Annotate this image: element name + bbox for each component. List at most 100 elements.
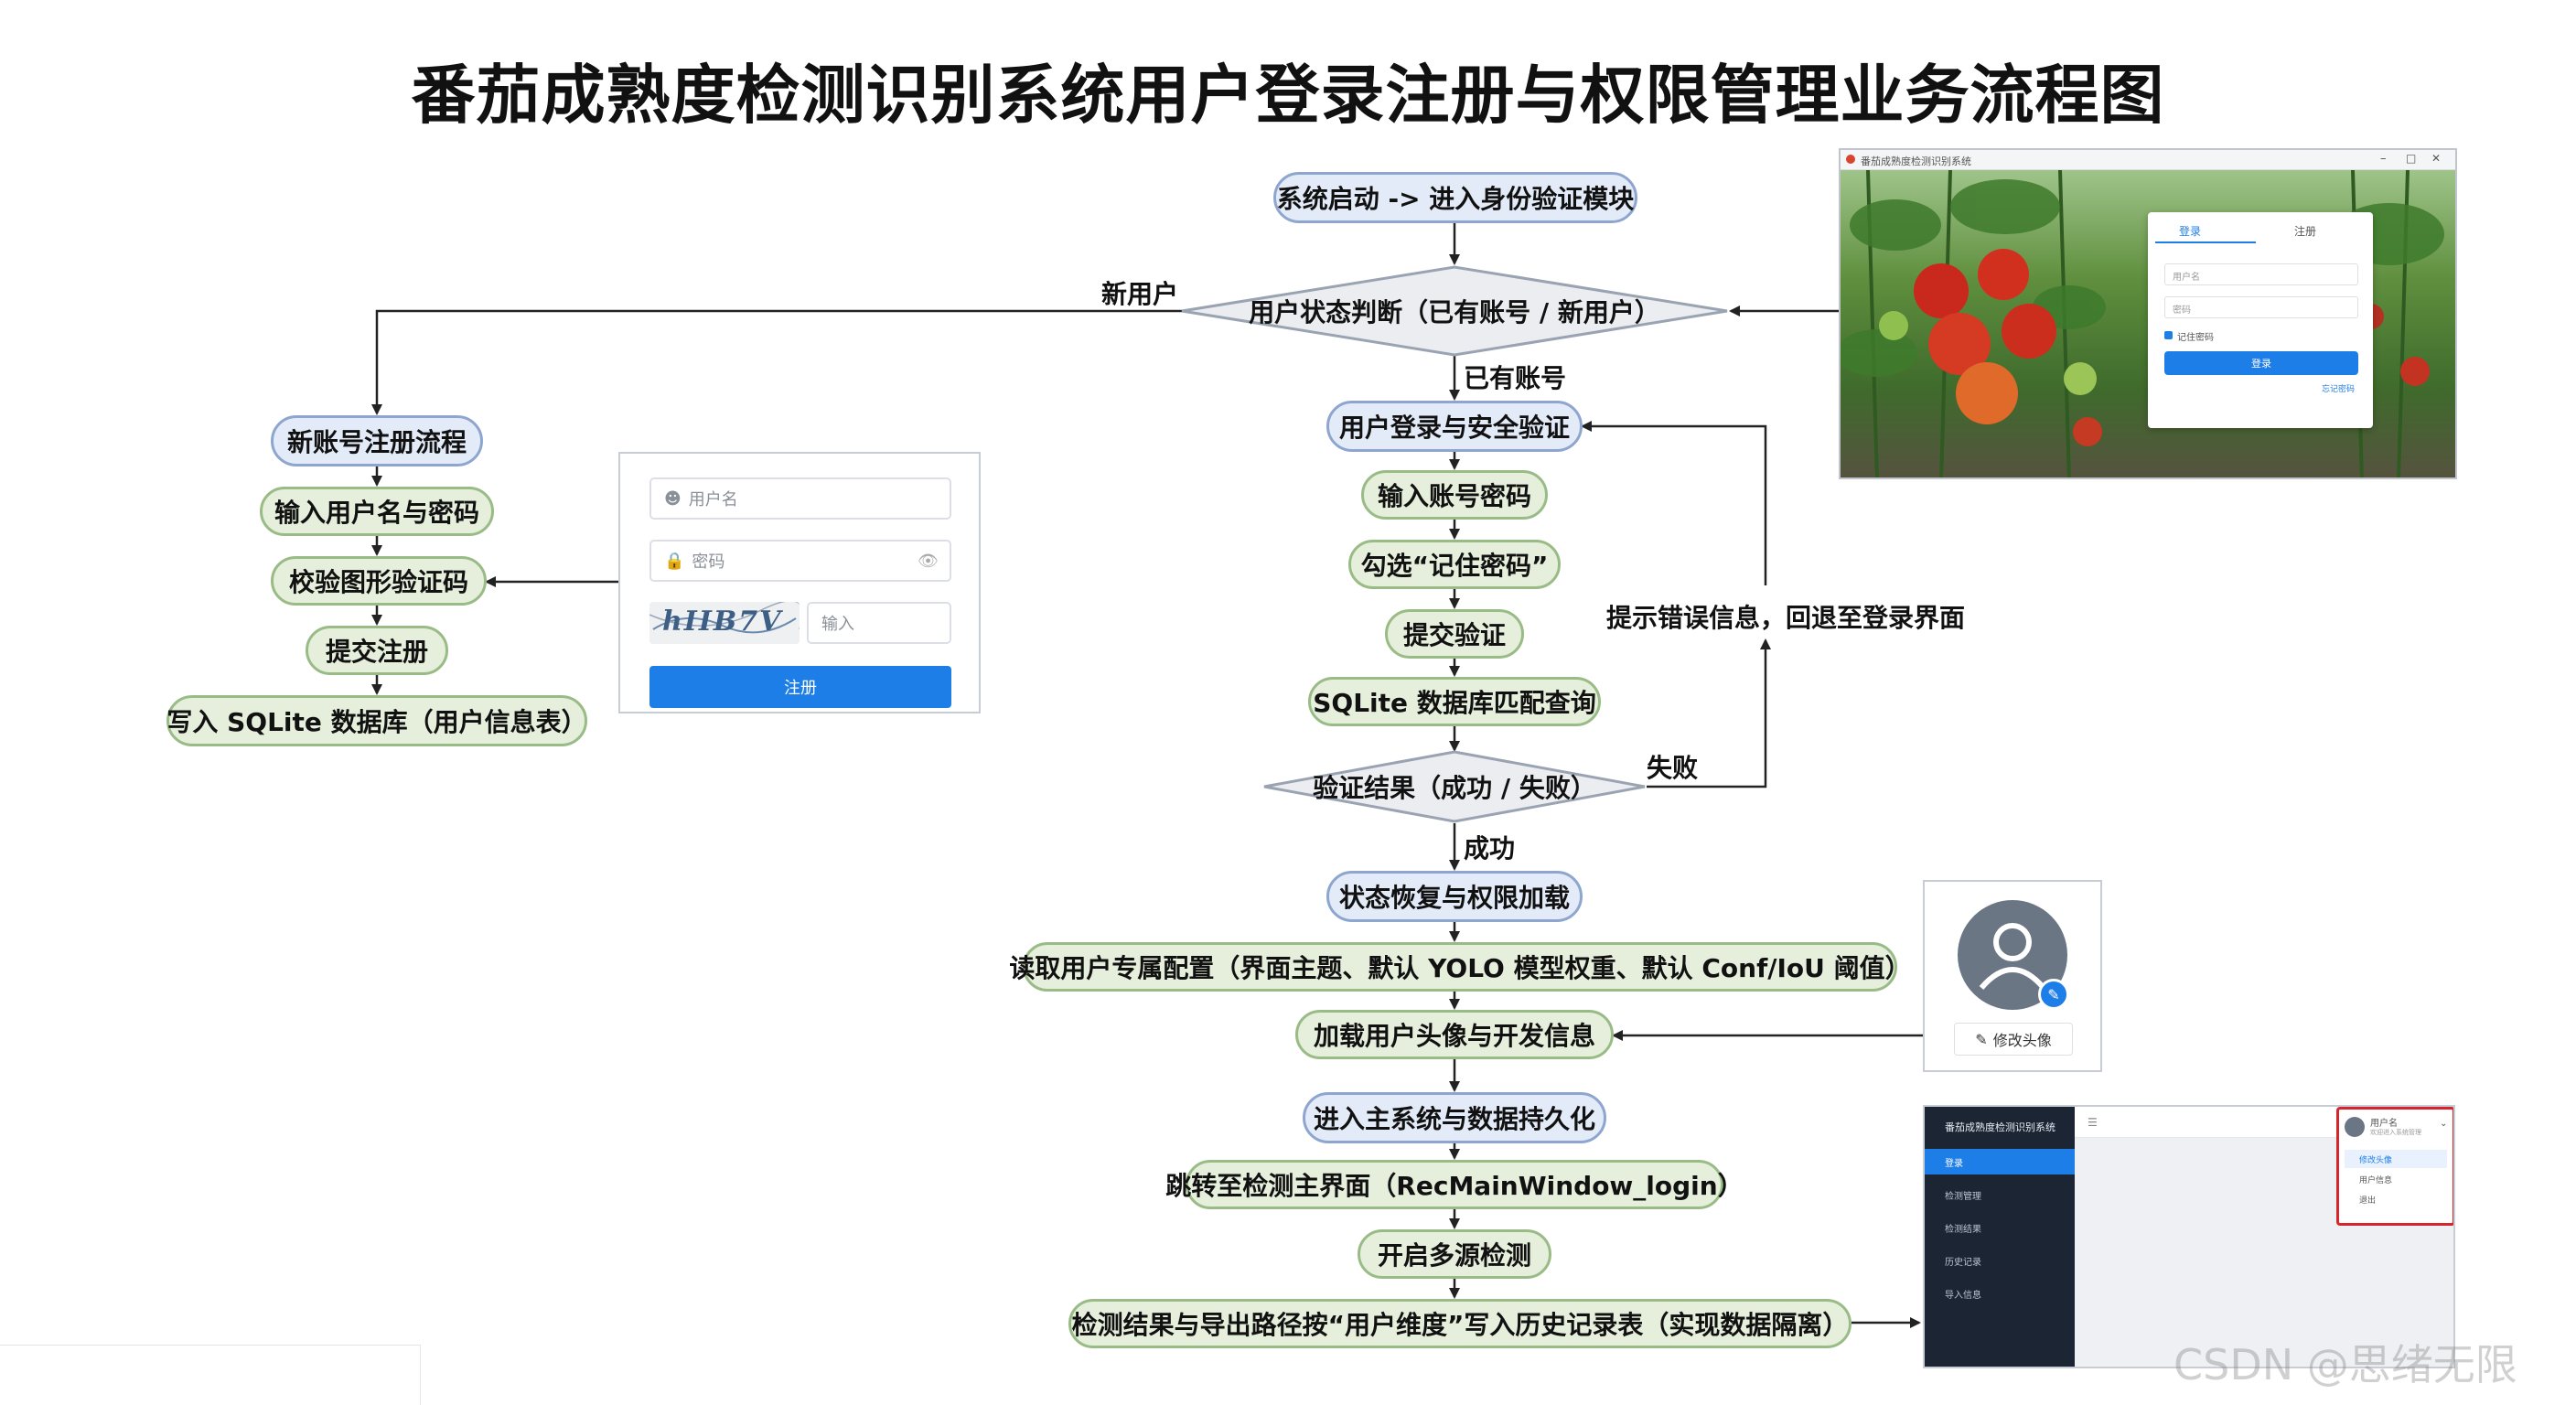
login-username-field[interactable]: 用户名 — [2164, 263, 2358, 285]
dropdown-item-2-label: 退出 — [2359, 1196, 2377, 1206]
dropdown-item-2[interactable]: 退出 — [2345, 1190, 2447, 1208]
register-password-field[interactable]: 🔒 密码 👁 — [649, 540, 951, 582]
user-dropdown-highlight: 用户名 欢迎进入系统管理 ⌄ 修改头像 用户信息 退出 — [2336, 1107, 2453, 1226]
main-sidebar: 番茄成熟度检测识别系统 登录 检测管理 检测结果 历史记录 导入信息 — [1925, 1107, 2075, 1367]
login-password-placeholder: 密码 — [2173, 306, 2191, 316]
decision-user-state-text: 用户状态判断（已有账号 / 新用户） — [1249, 297, 1660, 327]
menu-item-3-label: 历史记录 — [1945, 1257, 1981, 1268]
remember-checkbox[interactable] — [2164, 331, 2173, 339]
register-password-placeholder: 密码 — [692, 552, 725, 572]
greenhouse-photo: 登录 注册 用户名 密码 记住密码 登录 忘记密码 — [1841, 170, 2455, 477]
register-form-panel: ☻ 用户名 🔒 密码 👁 hIIB7V 输入 注册 — [618, 452, 981, 713]
login-window-title: 番茄成熟度检测识别系统 — [1861, 156, 1971, 167]
node-read-config: 读取用户专属配置（界面主题、默认 YOLO 模型权重、默认 Conf/IoU 阈… — [1009, 942, 1911, 992]
login-window-screenshot: 番茄成熟度检测识别系统 – □ ✕ — [1839, 148, 2457, 479]
edge-state-to-register — [371, 309, 1182, 415]
dropdown-item-0[interactable]: 修改头像 — [2345, 1150, 2447, 1168]
dropdown-user-sub: 欢迎进入系统管理 — [2370, 1129, 2421, 1136]
node-enter-main-system: 进入主系统与数据持久化 — [1303, 1092, 1606, 1143]
node-export-history: 检测结果与导出路径按“用户维度”写入历史记录表（实现数据隔离） — [1068, 1299, 1852, 1348]
edge-label-has-account: 已有账号 — [1464, 363, 1567, 393]
node-register-write-db: 写入 SQLite 数据库（用户信息表） — [166, 695, 587, 746]
dropdown-chevron-icon[interactable]: ⌄ — [2440, 1119, 2448, 1129]
node-jump-main-window: 跳转至检测主界面（RecMainWindow_login） — [1165, 1160, 1744, 1209]
minimize-icon[interactable]: – — [2380, 152, 2387, 166]
node-register-input: 输入用户名与密码 — [260, 487, 494, 536]
edge-label-success: 成功 — [1464, 833, 1516, 863]
tomato-app-icon — [1846, 155, 1855, 164]
node-system-start: 系统启动 -> 进入身份验证模块 — [1273, 172, 1637, 223]
edge-label-fail: 失败 — [1647, 753, 1699, 783]
node-input-account: 输入账号密码 — [1361, 470, 1548, 520]
menu-item-2-label: 检测结果 — [1945, 1224, 1981, 1235]
csdn-watermark: CSDN @思绪无限 — [2174, 1340, 2517, 1389]
decision-verify-result-text: 验证结果（成功 / 失败） — [1313, 773, 1596, 803]
menu-item-4-label: 导入信息 — [1945, 1290, 1981, 1301]
edit-pencil-icon[interactable]: ✎ — [2038, 979, 2069, 1010]
register-username-placeholder: 用户名 — [688, 490, 738, 509]
node-load-avatar: 加载用户头像与开发信息 — [1295, 1010, 1614, 1059]
captcha-input-field[interactable]: 输入 — [807, 602, 951, 644]
captcha-input-placeholder: 输入 — [821, 615, 854, 634]
avatar-panel: ✎ ✎ 修改头像 — [1923, 880, 2102, 1072]
menu-item-1-label: 检测管理 — [1945, 1191, 1981, 1202]
dropdown-item-1-label: 用户信息 — [2359, 1176, 2393, 1185]
decision-verify-result — [1263, 750, 1646, 823]
register-tab[interactable]: 注册 — [2294, 225, 2317, 238]
node-register-submit: 提交注册 — [306, 626, 448, 675]
dropdown-item-1[interactable]: 用户信息 — [2345, 1170, 2447, 1188]
mini-avatar — [2345, 1117, 2365, 1137]
dropdown-user-name: 用户名 — [2370, 1119, 2398, 1129]
edge-label-error-back: 提示错误信息，回退至登录界面 — [1606, 603, 1966, 633]
edge-label-new-user: 新用户 — [1101, 279, 1179, 309]
user-silhouette-icon — [1979, 923, 2046, 990]
node-register-flow: 新账号注册流程 — [271, 415, 483, 467]
menu-item-2[interactable]: 检测结果 — [1925, 1215, 2075, 1240]
user-icon: ☻ — [664, 488, 682, 509]
tomato-plant-illustration — [1841, 170, 2444, 477]
login-button[interactable]: 登录 — [2164, 351, 2358, 375]
menu-item-0-label: 登录 — [1945, 1158, 1963, 1169]
menu-toggle-icon[interactable]: ☰ — [2088, 1116, 2098, 1129]
node-register-captcha: 校验图形验证码 — [271, 556, 487, 606]
menu-item-1[interactable]: 检测管理 — [1925, 1182, 2075, 1207]
change-avatar-label: 修改头像 — [1992, 1032, 2052, 1049]
register-username-field[interactable]: ☻ 用户名 — [649, 477, 951, 520]
register-button[interactable]: 注册 — [649, 666, 951, 708]
edge-fail-back-to-login — [1581, 421, 1767, 585]
change-avatar-button[interactable]: ✎ 修改头像 — [1954, 1023, 2073, 1056]
main-window-screenshot: 番茄成熟度检测识别系统 登录 检测管理 检测结果 历史记录 导入信息 ☰ 用户名… — [1923, 1105, 2455, 1368]
node-submit-verify: 提交验证 — [1385, 609, 1524, 659]
dropdown-item-0-label: 修改头像 — [2359, 1156, 2393, 1165]
close-icon[interactable]: ✕ — [2431, 152, 2442, 165]
pencil-icon: ✎ — [1975, 1030, 1988, 1048]
node-remember-password: 勾选“记住密码” — [1348, 540, 1561, 589]
main-app-title: 番茄成熟度检测识别系统 — [1945, 1121, 2055, 1133]
diagram-title: 番茄成熟度检测识别系统用户登录注册与权限管理业务流程图 — [411, 58, 2165, 133]
menu-item-4[interactable]: 导入信息 — [1925, 1281, 2075, 1306]
eye-icon[interactable]: 👁 — [918, 551, 939, 571]
node-restore-permissions: 状态恢复与权限加载 — [1326, 871, 1583, 922]
captcha-noise — [649, 602, 800, 634]
captcha-text: hIIB7V — [662, 606, 783, 638]
forgot-password-link[interactable]: 忘记密码 — [2322, 385, 2356, 394]
bottom-left-frame — [0, 1345, 421, 1405]
node-multi-source-detect: 开启多源检测 — [1358, 1229, 1551, 1279]
maximize-icon[interactable]: □ — [2406, 152, 2417, 165]
captcha-image[interactable]: hIIB7V — [649, 602, 800, 644]
node-sqlite-query: SQLite 数据库匹配查询 — [1308, 677, 1601, 726]
remember-label: 记住密码 — [2177, 333, 2214, 343]
login-username-placeholder: 用户名 — [2173, 273, 2200, 283]
menu-item-3[interactable]: 历史记录 — [1925, 1248, 2075, 1273]
login-tab[interactable]: 登录 — [2179, 225, 2202, 238]
login-tab-underline — [2155, 241, 2256, 243]
login-window-titlebar: 番茄成熟度检测识别系统 – □ ✕ — [1841, 150, 2455, 170]
decision-user-state — [1181, 265, 1728, 357]
edge-fail-up — [1647, 638, 1771, 788]
login-card: 登录 注册 用户名 密码 记住密码 登录 忘记密码 — [2148, 212, 2373, 428]
node-login-verify: 用户登录与安全验证 — [1326, 401, 1583, 452]
login-password-field[interactable]: 密码 — [2164, 296, 2358, 318]
lock-icon: 🔒 — [664, 551, 685, 571]
menu-item-0[interactable]: 登录 — [1925, 1149, 2075, 1174]
